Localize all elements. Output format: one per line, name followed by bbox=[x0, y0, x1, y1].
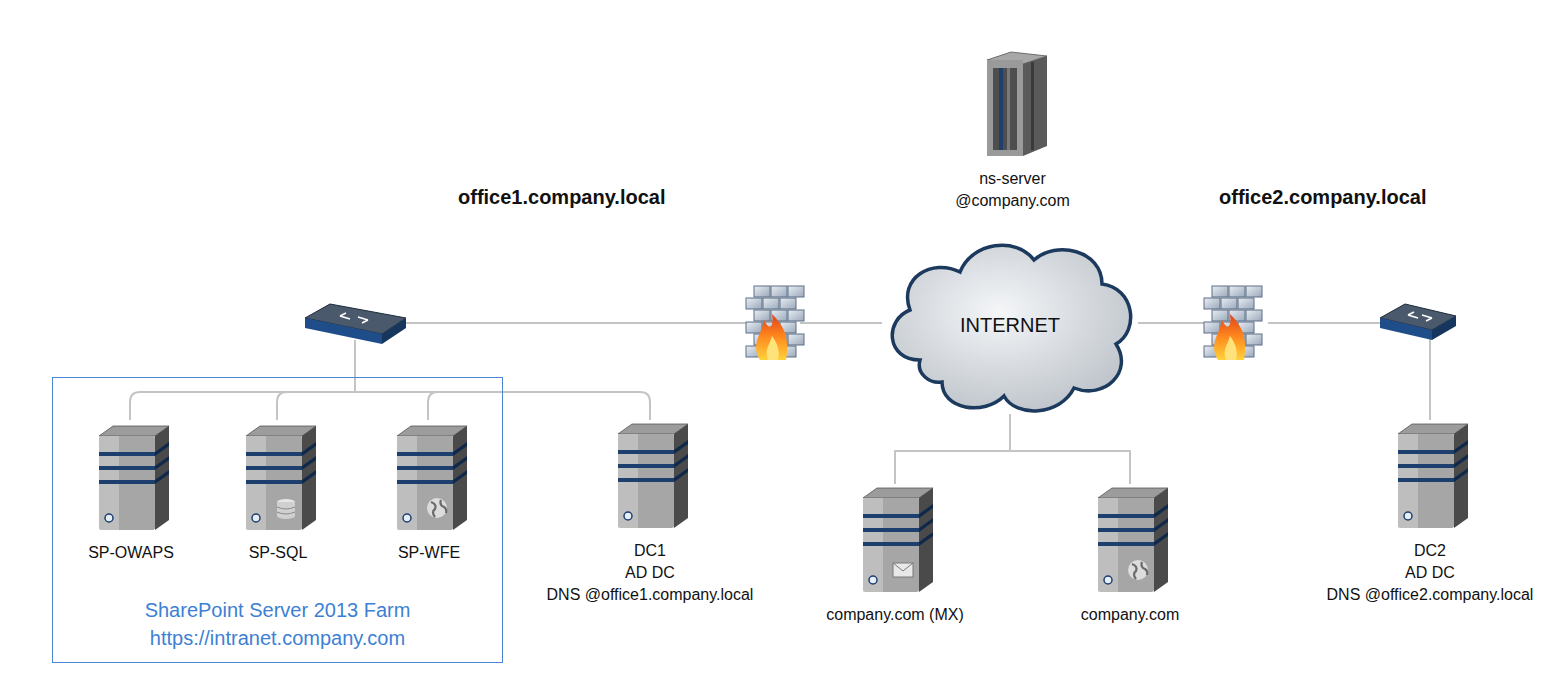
server-label: SP-OWAPS bbox=[88, 542, 174, 564]
group-caption: SharePoint Server 2013 Farmhttps://intra… bbox=[53, 596, 502, 652]
server-label: DNS @office1.company.local bbox=[547, 584, 754, 606]
server-label: SP-WFE bbox=[398, 542, 460, 564]
firewall-1 bbox=[746, 286, 804, 360]
server-label: company.com bbox=[1081, 604, 1179, 626]
group-label: SharePoint Server 2013 Farm bbox=[53, 596, 502, 624]
server-label: DC2 bbox=[1414, 540, 1446, 562]
server-node: SP-WFE bbox=[369, 422, 489, 564]
switch-1 bbox=[305, 304, 406, 344]
site-label: office2.company.local bbox=[1219, 186, 1426, 209]
server-node: company.com (MX) bbox=[800, 484, 990, 626]
server-label: DNS @office2.company.local bbox=[1327, 584, 1534, 606]
server-label: AD DC bbox=[1405, 562, 1455, 584]
network-link bbox=[1010, 414, 1130, 484]
server-icon bbox=[608, 420, 692, 532]
server-label: SP-SQL bbox=[249, 542, 308, 564]
server-label: @company.com bbox=[955, 190, 1070, 212]
rack-server-icon bbox=[971, 48, 1055, 160]
site-label: office1.company.local bbox=[458, 186, 665, 209]
server-node: SP-SQL bbox=[218, 422, 338, 564]
server-icon bbox=[1088, 484, 1172, 596]
internet-cloud: INTERNET bbox=[880, 232, 1140, 418]
server-node: SP-OWAPS bbox=[71, 422, 191, 564]
server-icon bbox=[236, 422, 320, 534]
network-link bbox=[895, 414, 1010, 484]
firewall-2 bbox=[1204, 286, 1262, 360]
server-label: company.com (MX) bbox=[826, 604, 964, 626]
server-node: DC2AD DCDNS @office2.company.local bbox=[1290, 420, 1567, 606]
switch-2 bbox=[1380, 304, 1456, 340]
cloud-label: INTERNET bbox=[960, 314, 1060, 336]
server-icon bbox=[387, 422, 471, 534]
server-icon bbox=[853, 484, 937, 596]
server-node: ns-server@company.com bbox=[940, 48, 1085, 212]
group-box: SharePoint Server 2013 Farmhttps://intra… bbox=[52, 377, 503, 663]
server-label: ns-server bbox=[979, 168, 1046, 190]
server-icon bbox=[89, 422, 173, 534]
server-node: DC1AD DCDNS @office1.company.local bbox=[520, 420, 780, 606]
group-label: https://intranet.company.com bbox=[53, 624, 502, 652]
server-icon bbox=[1388, 420, 1472, 532]
server-label: DC1 bbox=[634, 540, 666, 562]
server-node: company.com bbox=[1040, 484, 1220, 626]
server-label: AD DC bbox=[625, 562, 675, 584]
